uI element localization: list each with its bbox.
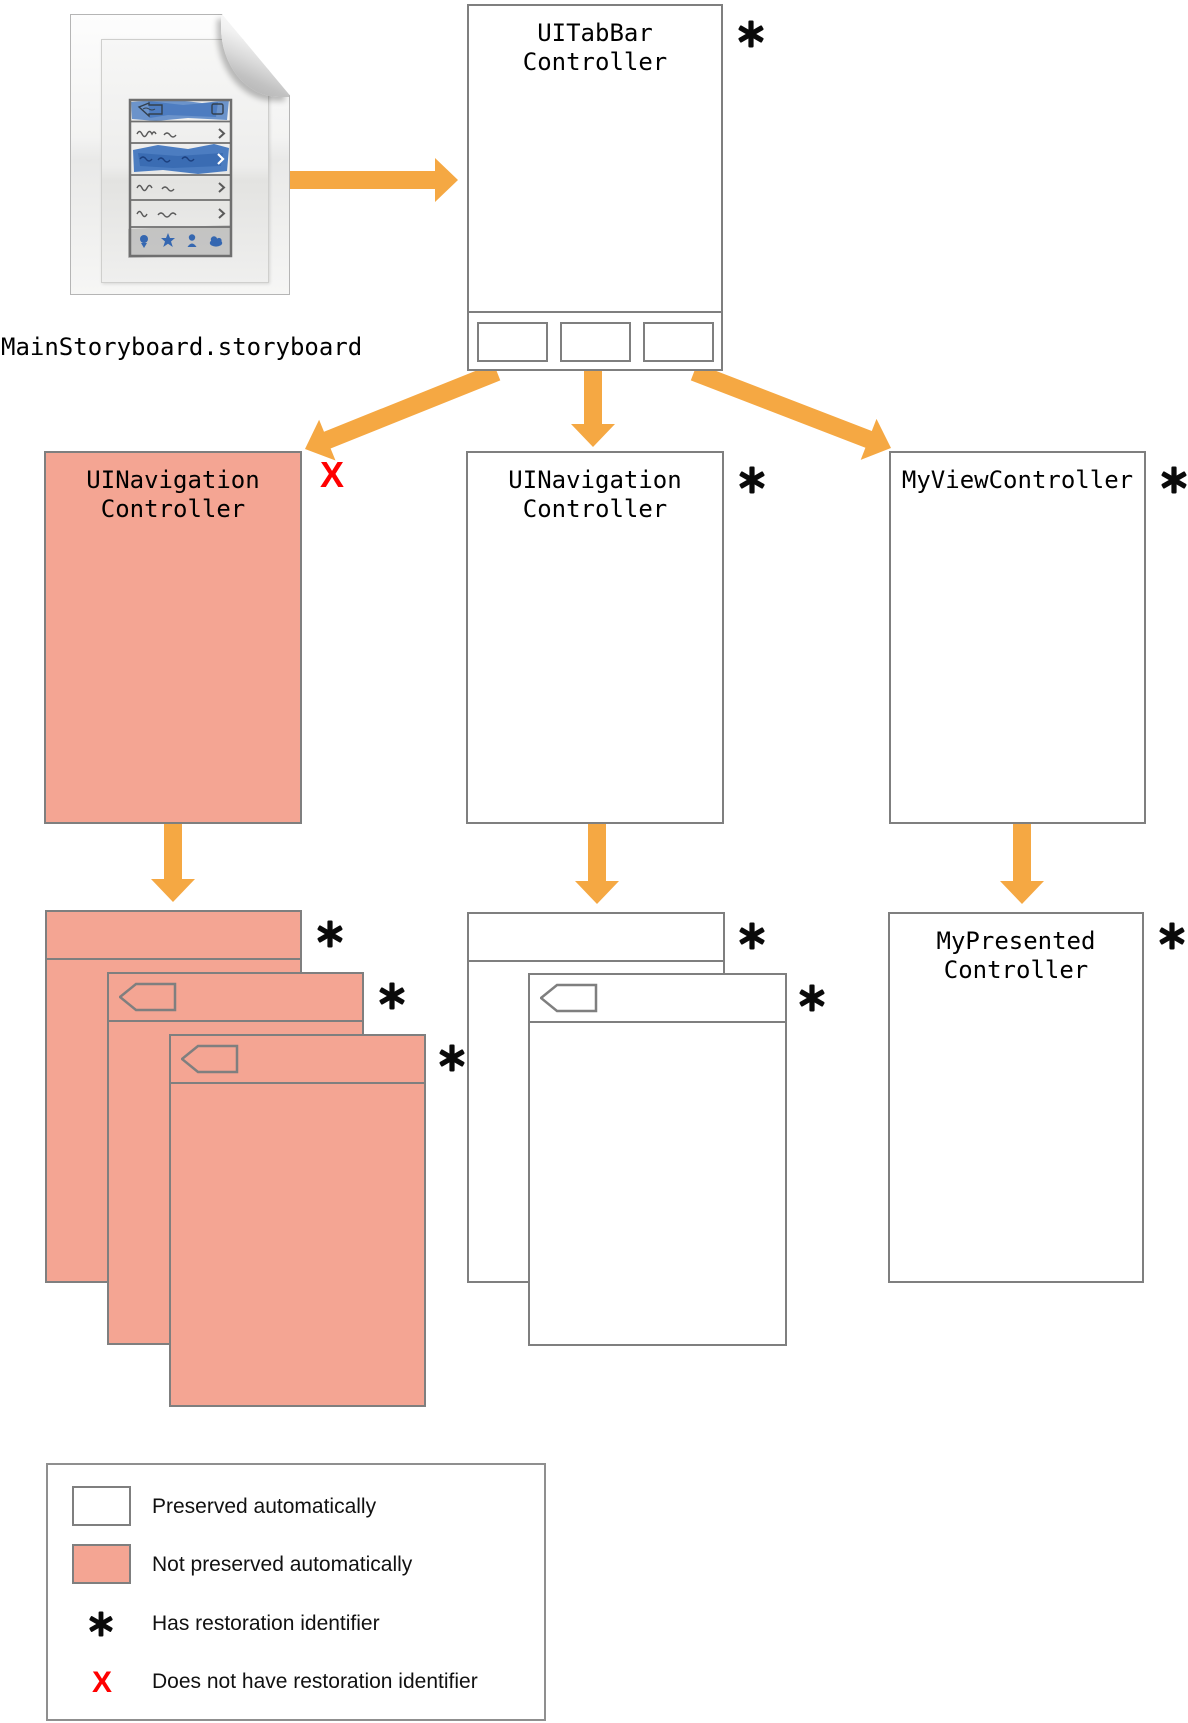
tab-bar-item xyxy=(477,322,548,362)
back-button-icon xyxy=(540,983,598,1013)
box-uitabbarcontroller: UITabBar Controller xyxy=(467,4,723,371)
asterisk-icon-stack-left-1 xyxy=(317,920,343,948)
box-title-line: MyPresented xyxy=(936,927,1096,955)
asterisk-icon-stack-left-3 xyxy=(439,1044,465,1072)
nav-bar xyxy=(171,1036,424,1084)
box-title-line: UINavigation xyxy=(86,466,260,494)
tab-bar-strip xyxy=(467,311,723,371)
asterisk-icon-stack-left-2 xyxy=(379,982,405,1010)
nav-stack-mid-view-2 xyxy=(528,973,787,1346)
legend-label: Preserved automatically xyxy=(152,1495,377,1518)
legend: Preserved automatically Not preserved au… xyxy=(46,1463,546,1721)
legend-label: Not preserved automatically xyxy=(152,1553,413,1576)
arrow-tabbar-to-nav-mid xyxy=(571,371,615,447)
box-title-line: UINavigation xyxy=(508,466,682,494)
asterisk-icon-tabbar xyxy=(738,20,764,48)
asterisk-icon-myvc xyxy=(1161,466,1187,494)
nav-stack-left-view-3 xyxy=(169,1034,426,1407)
nav-bar xyxy=(47,912,300,960)
asterisk-icon-mypresented xyxy=(1159,922,1185,950)
box-title-line: Controller xyxy=(522,48,668,76)
asterisk-icon-nav-mid xyxy=(739,466,765,494)
storyboard-filename: MainStoryboard.storyboard xyxy=(1,333,363,361)
arrow-nav-mid-to-stack xyxy=(575,824,619,904)
back-button-icon xyxy=(181,1044,239,1074)
arrow-myvc-to-mypresented xyxy=(1000,824,1044,904)
box-title-line: Controller xyxy=(522,495,668,523)
tab-bar-item xyxy=(643,322,714,362)
box-uinavigationcontroller-mid: UINavigation Controller xyxy=(466,451,724,824)
legend-label: Has restoration identifier xyxy=(152,1612,380,1635)
asterisk-icon-stack-mid-1 xyxy=(739,922,765,950)
nav-bar xyxy=(109,974,362,1022)
storyboard-sketch-icon xyxy=(128,98,233,258)
arrow-tabbar-to-myvc xyxy=(690,363,891,460)
box-uinavigationcontroller-left: UINavigation Controller xyxy=(44,451,302,824)
arrow-nav-left-to-stack xyxy=(151,824,195,902)
legend-swatch-preserved xyxy=(72,1486,131,1526)
box-title-line: Controller xyxy=(100,495,246,523)
legend-swatch-not-preserved xyxy=(72,1544,131,1584)
tab-bar-item xyxy=(560,322,631,362)
box-myviewcontroller: MyViewController xyxy=(889,451,1146,824)
back-button-icon xyxy=(119,982,177,1012)
red-x-marker-nav-left: X xyxy=(319,454,344,495)
nav-bar xyxy=(469,914,723,962)
arrow-tabbar-to-nav-left xyxy=(305,363,501,461)
red-x-icon-legend: X xyxy=(91,1666,112,1699)
legend-label: Does not have restoration identifier xyxy=(152,1670,478,1693)
box-title-line: UITabBar xyxy=(537,19,653,47)
box-mypresentedcontroller: MyPresented Controller xyxy=(888,912,1144,1283)
asterisk-icon-legend xyxy=(89,1611,113,1637)
nav-bar xyxy=(530,975,785,1023)
box-title-line: Controller xyxy=(943,956,1089,984)
storyboard-file-icon xyxy=(70,14,290,295)
box-title-line: MyViewController xyxy=(901,466,1134,494)
asterisk-icon-stack-mid-2 xyxy=(799,984,825,1012)
arrow-storyboard-to-tabbar xyxy=(280,158,458,202)
